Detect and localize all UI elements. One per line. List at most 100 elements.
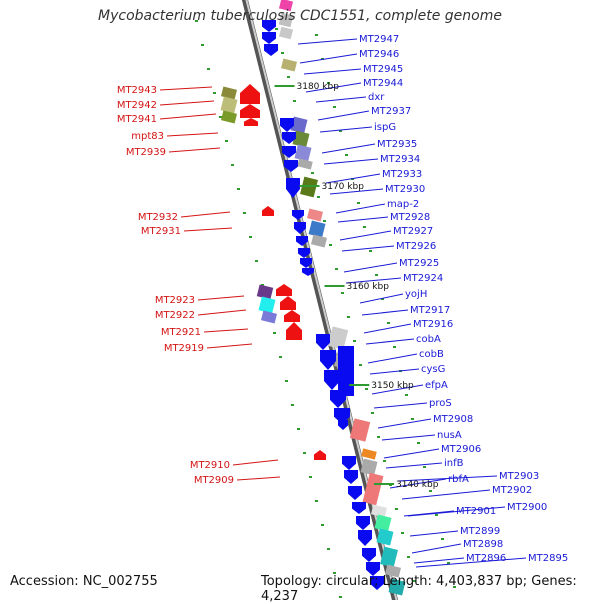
dot-left [225,140,228,142]
left-label-leader [197,295,245,301]
gene-label: MT2927 [393,226,433,237]
gene-label: MT2934 [380,154,420,165]
dot-left [303,452,306,454]
gene-feature-block [220,86,238,100]
right-label-leader [341,245,395,252]
dot-left [249,236,252,238]
gene-label: MT2926 [396,241,436,252]
right-label-leader [389,478,447,489]
dot-right [401,532,404,534]
gene-feature-block [349,418,371,442]
right-label-leader [409,530,459,537]
gene-feature-block [362,472,384,506]
dot-right [407,556,410,558]
dot-far-right [381,298,384,300]
dot-far-right [345,154,348,156]
map-title: Mycobacterium tuberculosis CDC1551, comp… [98,8,502,24]
gene-label: MT2939 [126,147,166,158]
dot-left [207,68,210,70]
forward-gene-arrow [358,530,372,546]
forward-gene-arrow [300,258,312,268]
right-label-leader [319,126,373,133]
right-label-leader [345,277,402,284]
gene-label: MT2901 [456,506,496,517]
gene-label: MT2931 [141,226,181,237]
gene-feature-block [374,514,392,532]
gene-label: MT2923 [155,295,195,306]
forward-gene-arrow [352,502,366,514]
gene-label: MT2909 [194,475,234,486]
right-label-leader [363,323,412,334]
forward-gene-arrow [344,470,358,484]
forward-gene-arrow [296,236,308,246]
gene-feature-block [290,116,308,134]
gene-label: MT2937 [371,106,411,117]
dot-right [353,340,356,342]
right-label-leader [339,230,392,241]
dot-far-right [315,34,318,36]
dot-right [359,364,362,366]
forward-gene-arrow [298,248,310,258]
dot-far-right [333,106,336,108]
right-label-leader [325,173,381,184]
dot-left [333,572,336,574]
dot-right [383,460,386,462]
gene-feature-block [360,458,378,476]
dot-right [293,100,296,102]
reverse-gene-arrow [284,310,300,322]
gene-feature-block [308,220,326,238]
gene-feature-block [220,110,238,124]
left-label-leader [166,132,219,137]
reverse-gene-arrow [280,296,296,310]
tick-dots-layer [195,20,456,598]
forward-gene-arrow [292,210,304,220]
forward-gene-arrow [284,160,298,172]
gene-label: MT2932 [138,212,178,223]
dot-left [339,596,342,598]
right-label-leader [335,203,386,214]
gene-label: MT2900 [507,502,547,513]
dot-right [275,28,278,30]
forward-gene-arrow [264,44,278,56]
scale-tick-label: 3170 kbp [322,182,365,192]
gene-label: MT2925 [399,258,439,269]
gene-label: yojH [405,289,427,300]
dot-right [335,268,338,270]
dot-far-right [393,346,396,348]
reverse-gene-arrow [240,104,260,118]
right-label-leader [337,216,389,223]
forward-gene-arrow [262,20,276,32]
gene-label: infB [444,458,464,469]
left-label-leader [168,147,221,153]
reverse-gene-arrow [314,450,326,460]
left-label-leader [236,476,281,481]
dot-right [377,436,380,438]
gene-feature-block [297,158,313,170]
scale-tick-label: 3160 kbp [347,282,390,292]
right-label-leader [329,188,384,195]
gene-label: MT2906 [441,444,481,455]
forward-gene-arrow [320,350,336,370]
dot-right [311,172,314,174]
left-label-leader [159,86,213,91]
dot-far-right [441,538,444,540]
gene-label: efpA [425,380,448,391]
dot-left [273,332,276,334]
gene-arrows-layer [240,20,384,590]
dot-left [237,188,240,190]
left-label-leader [183,227,233,232]
dot-far-right [369,250,372,252]
right-label-leader [297,38,358,45]
dot-far-right [339,130,342,132]
forward-gene-arrow [262,32,276,44]
dot-far-right [357,202,360,204]
forward-gene-arrow [370,576,384,590]
right-label-leader [401,489,491,500]
left-label-leader [203,328,249,333]
dot-right [365,388,368,390]
gene-label: MT2924 [403,273,443,284]
dot-far-right [411,418,414,420]
dot-far-right [375,274,378,276]
gene-label: MT2930 [385,184,425,195]
left-label-leader [197,309,247,316]
